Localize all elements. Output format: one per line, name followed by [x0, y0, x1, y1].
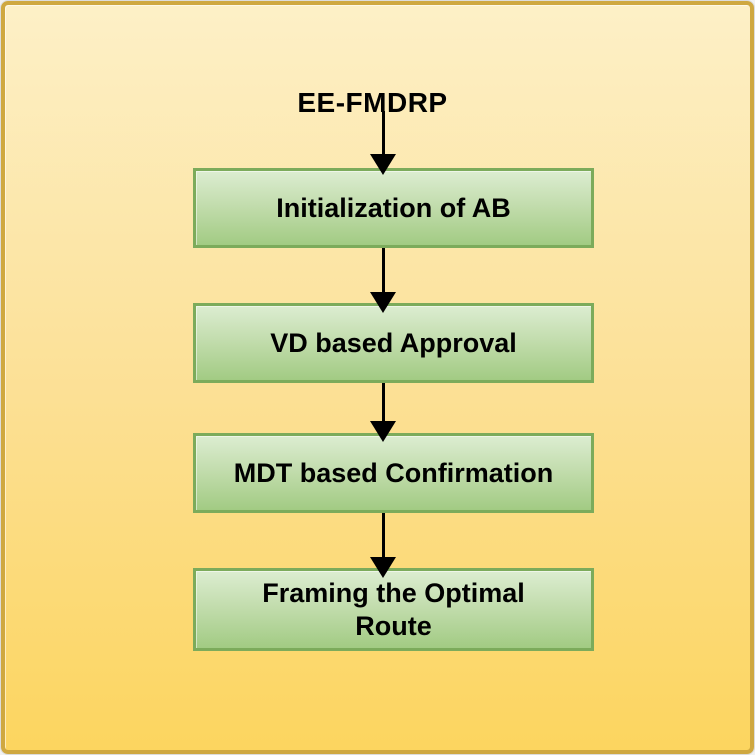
flow-arrow-down-icon — [370, 383, 396, 442]
node-label: Framing the Optimal Route — [262, 577, 525, 641]
flow-arrow-down-icon — [370, 248, 396, 313]
arrow-head — [370, 421, 396, 442]
node-framing-the-optimal-route: Framing the Optimal Route — [193, 568, 594, 651]
node-initialization-of-ab: Initialization of AB — [193, 168, 594, 248]
flow-arrow-down-icon — [370, 513, 396, 578]
arrow-head — [370, 292, 396, 313]
node-label: VD based Approval — [270, 327, 517, 358]
arrow-line — [381, 513, 385, 557]
arrow-line — [381, 111, 385, 154]
arrow-line — [381, 248, 385, 292]
flow-arrow-down-icon — [370, 111, 396, 175]
node-vd-based-approval: VD based Approval — [193, 303, 594, 383]
diagram-title: EE-FMDRP — [297, 87, 448, 118]
node-label: MDT based Confirmation — [233, 457, 554, 488]
node-mdt-based-confirmation: MDT based Confirmation — [193, 433, 594, 513]
arrow-head — [370, 154, 396, 175]
arrow-head — [370, 557, 396, 578]
arrow-line — [381, 383, 385, 421]
node-label: Initialization of AB — [276, 192, 511, 223]
